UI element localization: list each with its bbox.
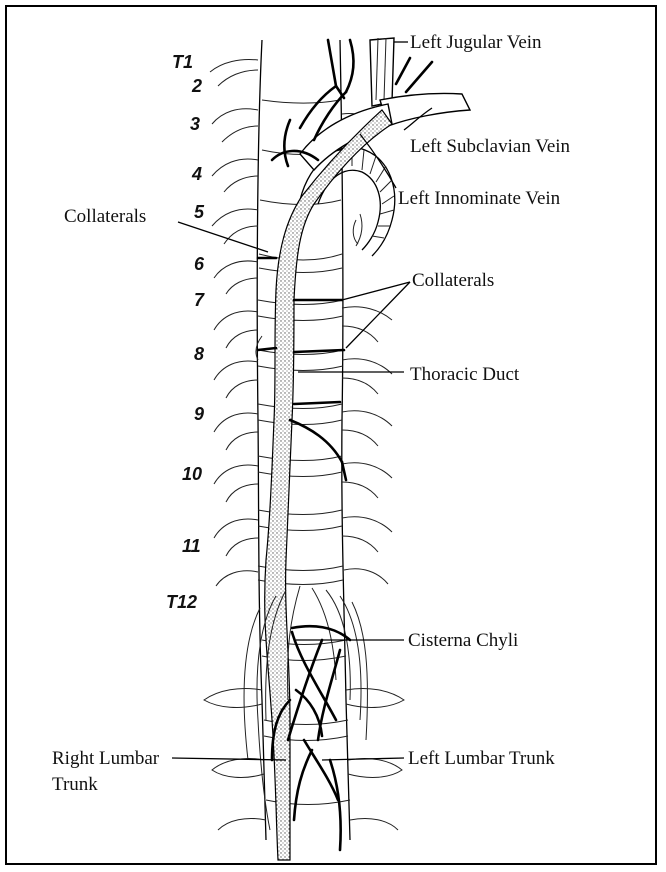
label-left-lumbar-trunk: Left Lumbar Trunk: [408, 748, 555, 769]
vertebra-label-10: 10: [182, 464, 202, 484]
label-collaterals-right: Collaterals: [412, 270, 494, 291]
vertebra-labels: T1 2 3 4 5 6 7 8 9 10 11 T12: [166, 52, 205, 612]
collaterals: [256, 258, 346, 480]
leader-lines: [172, 42, 432, 760]
label-right-lumbar-trunk-line1: Right Lumbar: [52, 748, 160, 769]
label-left-innominate-vein: Left Innominate Vein: [398, 188, 561, 209]
label-left-subclavian-vein: Left Subclavian Vein: [410, 136, 571, 157]
vertebra-label-3: 3: [190, 114, 200, 134]
label-left-jugular-vein: Left Jugular Vein: [410, 32, 542, 53]
vertebra-label-8: 8: [194, 344, 204, 364]
thoracic-duct: [265, 110, 392, 860]
vertebra-label-T1: T1: [172, 52, 193, 72]
spine: [204, 40, 404, 840]
label-collaterals-left: Collaterals: [64, 206, 146, 227]
vertebra-label-7: 7: [194, 290, 205, 310]
vertebra-label-5: 5: [194, 202, 205, 222]
label-right-lumbar-trunk-line2: Trunk: [52, 774, 98, 795]
vertebra-label-4: 4: [191, 164, 202, 184]
vertebra-label-9: 9: [194, 404, 204, 424]
label-thoracic-duct: Thoracic Duct: [410, 364, 520, 385]
vertebra-label-2: 2: [191, 76, 202, 96]
vertebra-label-11: 11: [182, 536, 201, 556]
vertebra-label-6: 6: [194, 254, 205, 274]
vertebra-label-T12: T12: [166, 592, 197, 612]
label-cisterna-chyli: Cisterna Chyli: [408, 630, 518, 651]
